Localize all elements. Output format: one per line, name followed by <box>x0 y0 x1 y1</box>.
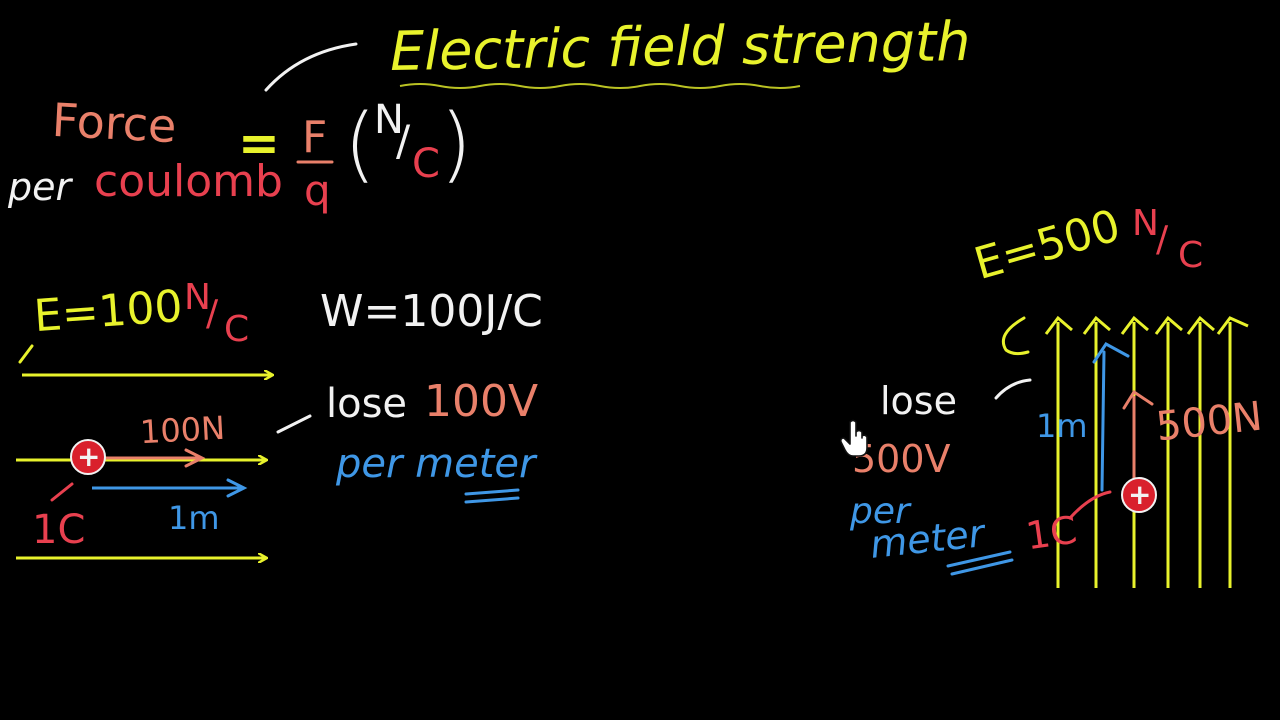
right-displacement-arrow <box>1092 342 1130 492</box>
right-positive-charge <box>1121 477 1157 513</box>
definition-force: Force <box>50 92 178 154</box>
left-field-unit-c: C <box>224 309 250 350</box>
left-force-label: 100N <box>139 408 226 452</box>
definition-unit-c: C <box>412 141 440 187</box>
right-field-line <box>1082 315 1111 588</box>
left-field-strength: E=100 <box>32 280 185 343</box>
left-charge-connector <box>50 482 74 502</box>
definition-unit-slash: / <box>396 116 411 165</box>
definition-per: per <box>8 165 72 209</box>
right-force-label: 500N <box>1153 393 1265 451</box>
left-positive-charge <box>70 439 106 475</box>
right-field-bracket <box>1001 316 1030 356</box>
definition-coulomb: coulomb <box>94 156 283 207</box>
right-field-unit-n: N <box>1132 203 1159 244</box>
left-lose-word: lose <box>326 381 408 427</box>
left-charge-label: 1C <box>32 507 86 553</box>
definition-numerator: F <box>302 112 328 163</box>
right-per-word: per <box>850 491 910 532</box>
left-displacement-arrow <box>92 478 248 498</box>
left-work-per-charge: W=100J/C <box>320 286 543 337</box>
right-field-line <box>1044 315 1073 588</box>
right-field-unit-c: C <box>1178 235 1204 276</box>
right-lose-connector <box>994 378 1032 400</box>
hand-pointer-icon <box>840 419 868 457</box>
right-meter-word: meter <box>868 511 987 567</box>
right-field-line <box>1154 315 1183 588</box>
right-charge-connector <box>1068 490 1112 520</box>
left-per-meter: per meter <box>336 441 536 487</box>
left-distance-label: 1m <box>168 499 220 537</box>
title-connector-stroke <box>264 42 358 92</box>
left-lose-connector <box>276 414 312 434</box>
left-meter-underline <box>464 488 520 504</box>
right-charge-label: 1C <box>1023 507 1080 559</box>
right-field-line <box>1186 315 1215 588</box>
left-field-unit-n: N <box>184 277 211 318</box>
right-field-unit-slash: / <box>1156 219 1169 260</box>
definition-denominator: q <box>304 166 331 215</box>
right-field-line <box>1216 316 1249 588</box>
right-distance-label: 1m <box>1036 407 1088 445</box>
left-field-unit-slash: / <box>206 293 219 334</box>
left-field-lines <box>16 375 272 558</box>
definition-unit-close: ) <box>440 97 472 192</box>
page-title: Electric field strength <box>389 9 971 84</box>
left-lose-amount: 100V <box>424 376 539 427</box>
definition-unit-n: N <box>374 97 404 143</box>
right-charge-symbol: + <box>1128 478 1152 511</box>
definition-equals: = <box>238 114 280 172</box>
right-field-lines <box>1044 315 1249 588</box>
title-underline <box>399 83 801 89</box>
right-lose-amount: 500V <box>852 437 951 481</box>
left-charge-symbol: + <box>77 440 101 473</box>
definition-unit-open: ( <box>344 97 376 192</box>
left-field-tick <box>18 344 34 364</box>
right-lose-word: lose <box>880 379 957 423</box>
right-meter-underline <box>946 550 1014 576</box>
left-force-arrow <box>104 448 206 468</box>
right-force-arrow <box>1122 389 1154 480</box>
